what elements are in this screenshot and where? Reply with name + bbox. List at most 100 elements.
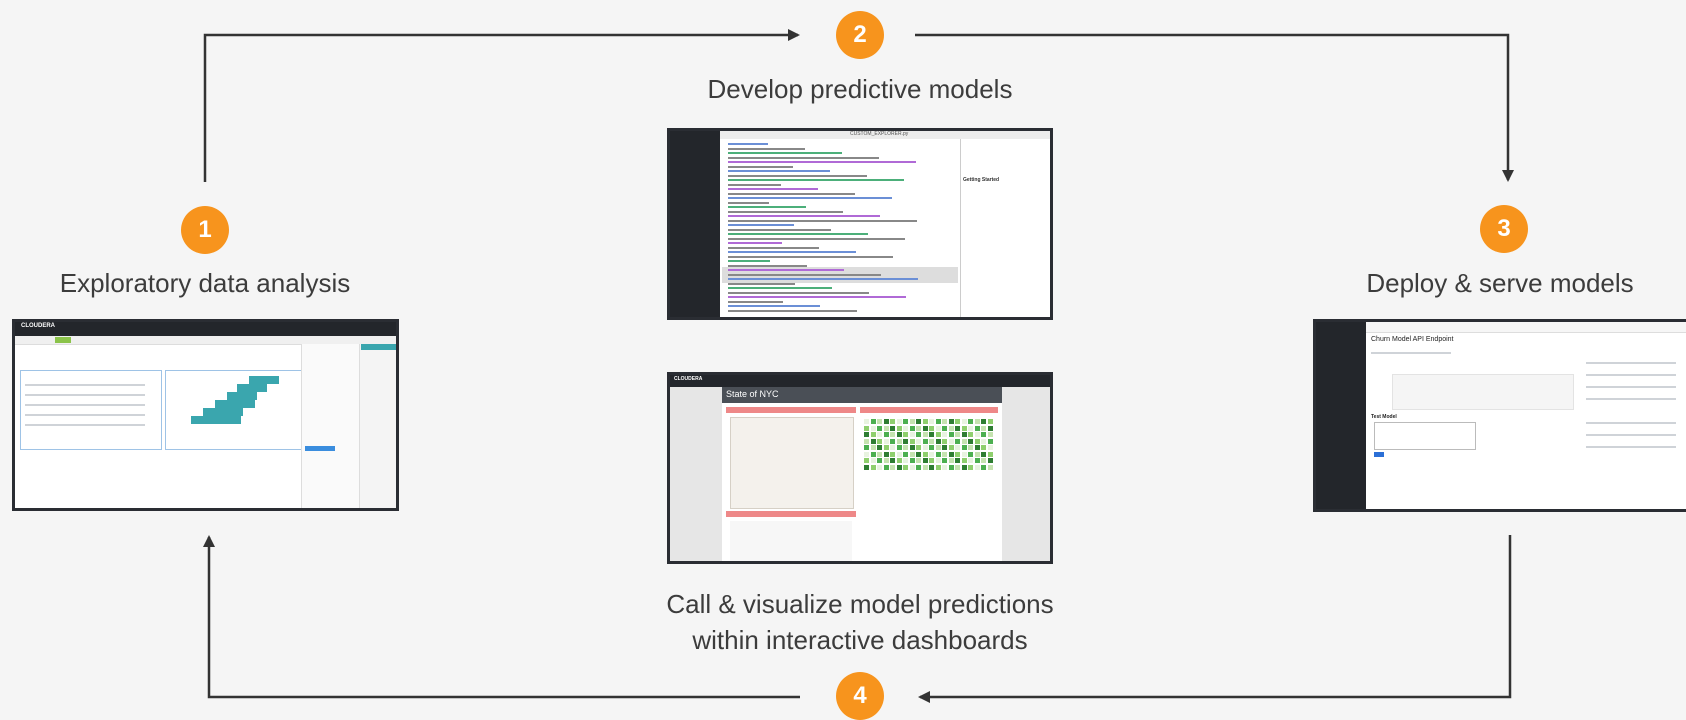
- eda-brand: CLOUDERA: [21, 323, 55, 329]
- heatmap-cell: [942, 438, 947, 444]
- code-line: [728, 192, 855, 195]
- code-line: [728, 210, 843, 213]
- heatmap-cell: [948, 419, 954, 424]
- heatmap-cell: [948, 438, 954, 444]
- heatmap-cell: [942, 425, 947, 431]
- heatmap-cell: [870, 445, 876, 450]
- heatmap-cell: [883, 432, 889, 437]
- heatmap-cell: [870, 438, 876, 444]
- heatmap-cell: [974, 432, 980, 437]
- heatmap-cell: [922, 419, 928, 424]
- step-4-label-line-1: Call & visualize model predictions: [666, 589, 1054, 619]
- heatmap-cell: [942, 432, 947, 437]
- heatmap-cell: [909, 445, 915, 450]
- heatmap-cell: [987, 464, 993, 470]
- code-line: [728, 278, 918, 280]
- heatmap-cell: [987, 458, 993, 463]
- heatmap-cell: [916, 419, 921, 424]
- heatmap-cell: [948, 445, 954, 450]
- deploy-page-title: Churn Model API Endpoint: [1371, 336, 1454, 343]
- heatmap-cell: [929, 438, 934, 444]
- heatmap-cell: [909, 458, 915, 463]
- heatmap-cell: [877, 451, 882, 457]
- heatmap-cell: [968, 425, 973, 431]
- heatmap-cell: [955, 464, 960, 470]
- heatmap-cell: [864, 445, 869, 450]
- heatmap-cell: [948, 451, 954, 457]
- heatmap-cell: [981, 425, 986, 431]
- code-line: [728, 201, 769, 204]
- heatmap-cell: [935, 438, 941, 444]
- heatmap-cell: [968, 458, 973, 463]
- heatmap-cell: [916, 432, 921, 437]
- heatmap-cell: [890, 451, 895, 457]
- code-line: [728, 147, 805, 150]
- heatmap-cell: [942, 419, 947, 424]
- heatmap-cell: [961, 445, 967, 450]
- heatmap-cell: [974, 445, 980, 450]
- heatmap-cell: [864, 438, 869, 444]
- heatmap-cell: [961, 425, 967, 431]
- heatmap-cell: [942, 464, 947, 470]
- heatmap-cell: [935, 425, 941, 431]
- heatmap-cell: [922, 432, 928, 437]
- code-line: [728, 183, 781, 186]
- heatmap-cell: [987, 419, 993, 424]
- heatmap-cell: [974, 438, 980, 444]
- heatmap-cell: [877, 445, 882, 450]
- heatmap-cell: [948, 432, 954, 437]
- code-line: [728, 179, 904, 181]
- code-line: [728, 269, 844, 271]
- eda-topbar: CLOUDERA: [15, 322, 396, 336]
- heatmap-cell: [870, 451, 876, 457]
- heatmap-cell: [942, 458, 947, 463]
- heatmap-cell: [974, 458, 980, 463]
- code-line: [728, 242, 782, 244]
- heatmap-cell: [916, 451, 921, 457]
- heatmap-cell: [864, 458, 869, 463]
- heatmap-cell: [903, 419, 908, 424]
- heatmap-cell: [935, 445, 941, 450]
- heatmap-cell: [864, 419, 869, 424]
- heatmap-cell: [929, 419, 934, 424]
- heatmap-cell: [935, 432, 941, 437]
- heatmap-cell: [987, 451, 993, 457]
- step-2-label: Develop predictive models: [707, 74, 1013, 104]
- heatmap-cell: [916, 438, 921, 444]
- deploy-test-model: Test Model: [1371, 414, 1397, 420]
- dashboard-screenshot: CLOUDERA State of NYC: [667, 372, 1053, 564]
- arrow-1-to-2: [203, 29, 800, 182]
- heatmap-cell: [987, 432, 993, 437]
- heatmap-cell: [987, 425, 993, 431]
- step-3-label: Deploy & serve models: [1366, 268, 1634, 298]
- heatmap-cell: [890, 458, 895, 463]
- heatmap-cell: [877, 438, 882, 444]
- code-line: [728, 174, 867, 177]
- heatmap-cell: [890, 432, 895, 437]
- heatmap-cell: [974, 419, 980, 424]
- heatmap-cell: [864, 451, 869, 457]
- code-line: [728, 264, 807, 267]
- code-line: [728, 197, 892, 199]
- heatmap-cell: [870, 432, 876, 437]
- arrow-4-to-1: [203, 535, 800, 699]
- code-line: [728, 246, 819, 249]
- heatmap-cell: [922, 445, 928, 450]
- heatmap-cell: [916, 425, 921, 431]
- heatmap-cell: [961, 432, 967, 437]
- code-line: [728, 219, 917, 222]
- heatmap-cell: [987, 445, 993, 450]
- arrow-2-to-3: [915, 33, 1514, 182]
- heatmap-cell: [981, 438, 986, 444]
- heatmap-cell: [909, 438, 915, 444]
- heatmap-cell: [922, 438, 928, 444]
- heatmap-cell: [877, 432, 882, 437]
- heatmap-cell: [955, 432, 960, 437]
- code-line: [728, 161, 916, 163]
- heatmap-cell: [968, 438, 973, 444]
- heatmap-cell: [968, 419, 973, 424]
- heatmap-cell: [903, 445, 908, 450]
- heatmap-cell: [955, 458, 960, 463]
- dashboard-title: State of NYC: [726, 389, 779, 399]
